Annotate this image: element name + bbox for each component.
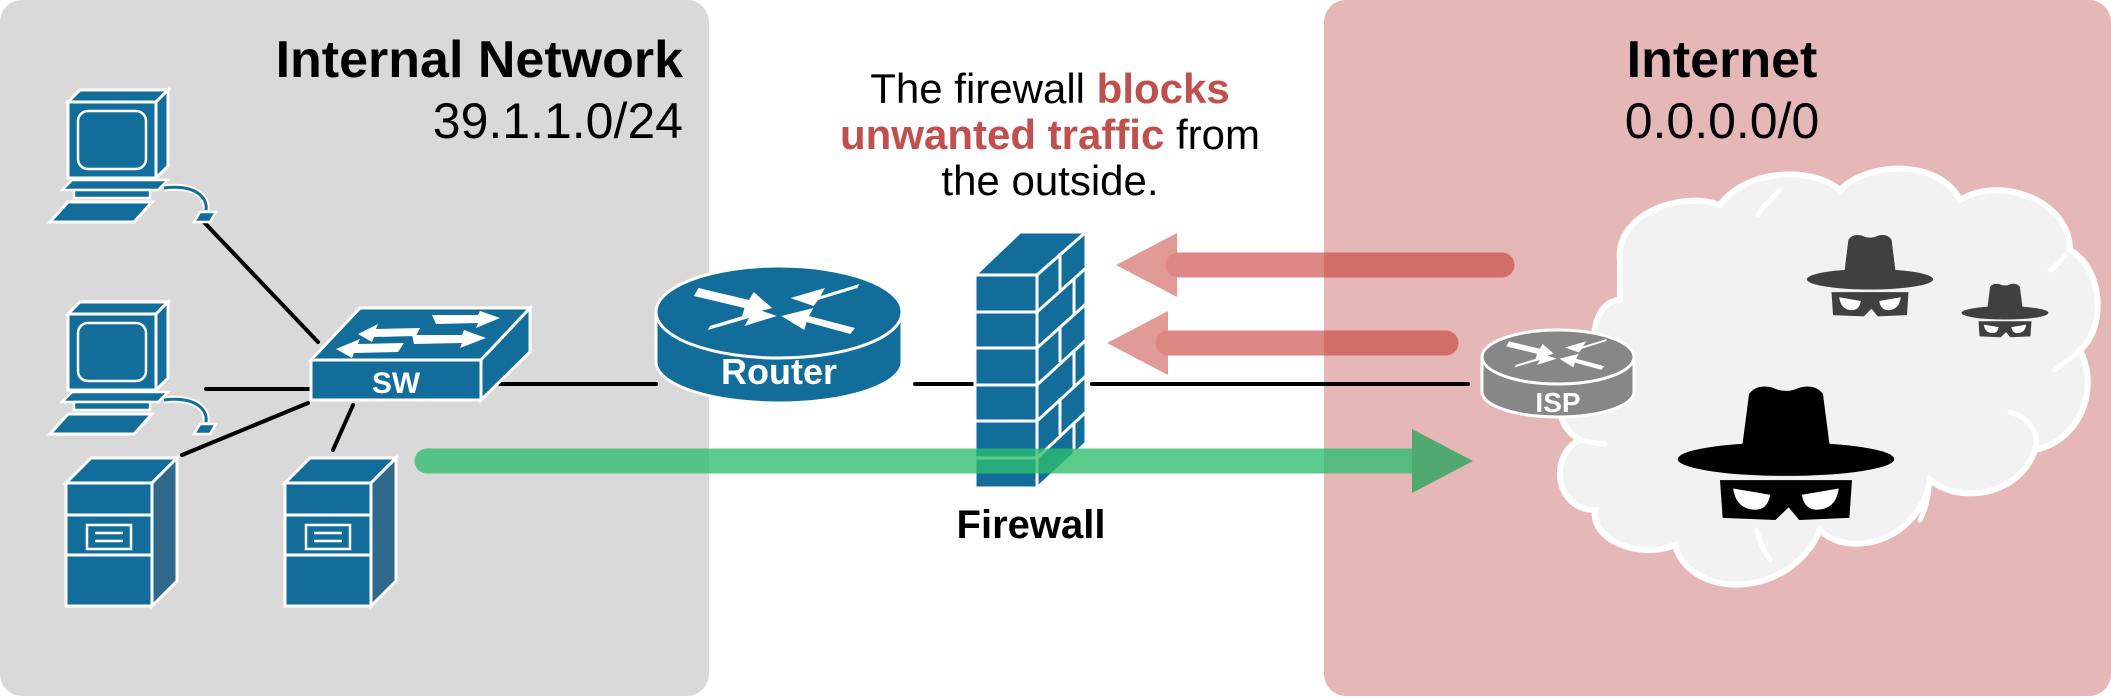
internal-network-title: Internal Network — [275, 31, 683, 89]
isp-label: ISP — [1535, 387, 1580, 418]
link-server2-switch — [331, 403, 355, 452]
switch-label: SW — [372, 367, 421, 400]
connection-lines — [180, 216, 1470, 457]
link-server1-switch — [180, 401, 310, 457]
desktop-computer-icon — [50, 90, 216, 222]
network-switch-icon: SW — [307, 304, 534, 404]
firewall-label: Firewall — [957, 503, 1106, 547]
desktop-computer-icon — [50, 302, 216, 434]
router-label: Router — [721, 351, 837, 392]
caption-highlight-unwanted-traffic: unwanted traffic — [839, 111, 1165, 158]
blocked-traffic-arrow — [1107, 311, 1459, 375]
blocked-traffic-arrow — [1116, 233, 1515, 297]
internet-title: Internet — [1626, 31, 1818, 89]
isp-router-icon: ISP — [1480, 328, 1636, 419]
caption-text-1: The firewall — [870, 65, 1097, 112]
cloud-icon — [1556, 165, 2101, 588]
router-icon: Router — [654, 264, 904, 405]
caption-highlight-blocks: blocks — [1096, 65, 1230, 112]
link-pc1-switch — [198, 216, 320, 344]
caption-text-3: the outside. — [941, 157, 1159, 204]
tower-server-icon — [64, 456, 179, 608]
internet-subnet: 0.0.0.0/0 — [1624, 93, 1820, 149]
caption-text-2: from — [1164, 111, 1261, 158]
internal-network-subnet: 39.1.1.0/24 — [432, 93, 683, 149]
tower-server-icon — [283, 456, 398, 608]
allowed-traffic-arrow — [414, 429, 1473, 493]
